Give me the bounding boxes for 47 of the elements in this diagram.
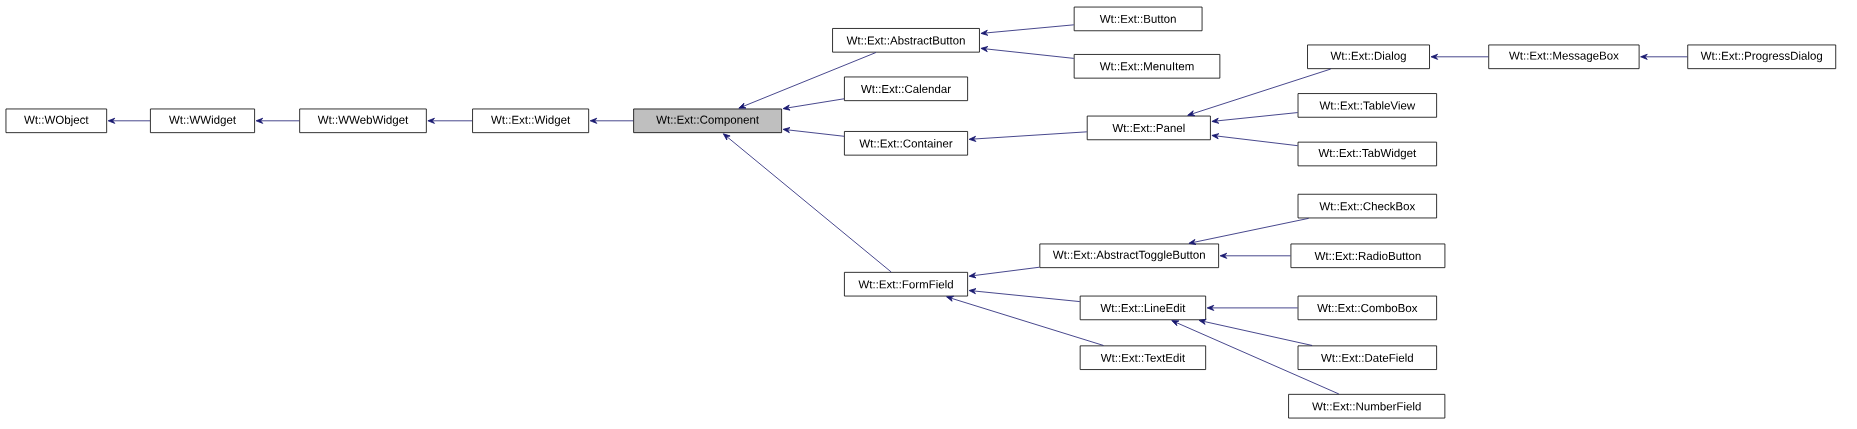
arrow	[980, 24, 1075, 36]
class-box: Wt::Ext::FormField	[844, 271, 968, 297]
arrow	[255, 117, 300, 124]
arrow	[1171, 320, 1340, 395]
arrow	[722, 133, 892, 273]
class-box: Wt::Ext::LineEdit	[1079, 295, 1207, 321]
class-box: Wt::Ext::MessageBox	[1488, 44, 1640, 70]
class-box: Wt::Ext::Button	[1073, 6, 1203, 32]
class-box: Wt::Ext::ComboBox	[1297, 295, 1437, 321]
class-box: Wt::Ext::CheckBox	[1297, 193, 1437, 219]
class-box: Wt::Ext::Component	[633, 108, 782, 134]
arrow	[782, 98, 845, 111]
arrow	[968, 288, 1081, 302]
class-box: Wt::Ext::Widget	[472, 108, 590, 134]
class-box: Wt::Ext::TextEdit	[1079, 345, 1207, 370]
class-box: Wt::Ext::TableView	[1297, 93, 1437, 118]
class-box: Wt::WObject	[5, 108, 108, 134]
class-box: Wt::Ext::RadioButton	[1290, 243, 1446, 269]
arrow	[968, 131, 1088, 142]
arrow	[1211, 133, 1298, 147]
arrow	[589, 117, 634, 124]
class-box: Wt::Ext::DateField	[1297, 345, 1437, 370]
class-box: Wt::Ext::Panel	[1086, 115, 1211, 141]
class-box: Wt::Ext::Dialog	[1307, 44, 1430, 70]
arrow	[1188, 217, 1310, 245]
arrow	[1211, 112, 1298, 124]
arrow	[782, 127, 845, 137]
arrow	[1198, 318, 1313, 346]
arrow	[1219, 252, 1291, 259]
arrow	[427, 117, 473, 124]
arrow	[107, 117, 151, 124]
class-box: Wt::Ext::NumberField	[1288, 393, 1446, 419]
class-box: Wt::Ext::ProgressDialog	[1687, 44, 1837, 70]
class-box: Wt::Ext::AbstractButton	[832, 28, 980, 53]
arrow	[968, 266, 1040, 279]
class-box: Wt::Ext::Calendar	[844, 76, 968, 102]
class-box: Wt::WWebWidget	[299, 108, 427, 134]
arrow	[980, 46, 1075, 59]
arrow	[1206, 304, 1298, 311]
class-box: Wt::Ext::MenuItem	[1073, 54, 1221, 79]
class-box: Wt::Ext::Container	[844, 131, 968, 156]
arrow	[1640, 53, 1688, 60]
arrow	[1187, 68, 1332, 117]
class-box: Wt::Ext::TabWidget	[1297, 141, 1437, 167]
arrow	[1430, 53, 1489, 60]
class-box: Wt::Ext::AbstractToggleButton	[1039, 243, 1219, 269]
class-box: Wt::WWidget	[150, 108, 255, 134]
